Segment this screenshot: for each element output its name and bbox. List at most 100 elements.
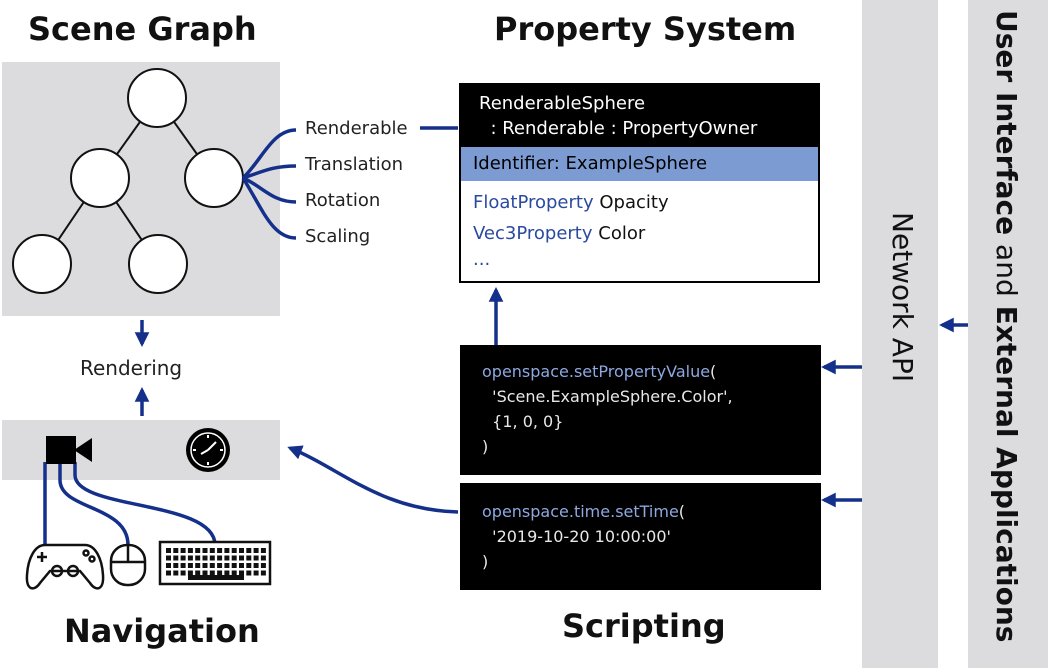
keyboard-key: [173, 548, 179, 553]
rendering-label: Rendering: [80, 356, 183, 380]
keyboard-key: [239, 563, 244, 568]
keyboard-key: [231, 570, 237, 576]
keyboard-key: [217, 548, 223, 553]
network-api-panel: [862, 0, 938, 668]
identifier-row: Identifier: ExampleSphere: [461, 147, 818, 181]
navigation-title: Navigation: [64, 612, 260, 650]
keyboard-key: [253, 563, 259, 568]
script-argument: 'Scene.ExampleSphere.Color',: [482, 387, 733, 406]
clock-icon: [186, 428, 230, 472]
keyboard-key: [173, 570, 179, 576]
keyboard-key: [166, 563, 171, 568]
script-function-name: openspace.time.setTime: [482, 502, 679, 521]
keyboard-key: [246, 570, 252, 576]
keyboard-key: [231, 548, 237, 553]
keyboard-key: [260, 563, 266, 568]
keyboard-key: [180, 570, 186, 576]
keyboard-key: [202, 570, 208, 576]
keyboard-key: [180, 563, 186, 568]
settime-to-navigation-arrow: [287, 445, 459, 514]
scene-leaf-node: [128, 234, 188, 294]
property-row-opacity: FloatProperty Opacity: [461, 187, 818, 218]
keyboard-key: [239, 555, 244, 561]
component-connectors: [241, 126, 458, 240]
property-name: Opacity: [599, 192, 669, 213]
keyboard-key: [187, 555, 193, 561]
property-row-ellipsis: ...: [473, 249, 491, 270]
keyboard-key: [195, 570, 201, 576]
keyboard-key: [224, 570, 230, 576]
scene-leaf-node: [12, 234, 72, 294]
property-system-title: Property System: [494, 10, 797, 48]
property-owner-header: RenderableSphere : Renderable : Property…: [461, 85, 818, 147]
renderable-class-name: RenderableSphere: [479, 93, 646, 114]
keyboard-key: [202, 548, 208, 553]
keyboard-key: [217, 555, 223, 561]
keyboard-key: [209, 563, 215, 568]
script-set-property-box: openspace.setPropertyValue( 'Scene.Examp…: [460, 345, 821, 475]
property-name: Color: [598, 223, 646, 244]
keyboard-key: [217, 570, 223, 576]
scene-node-highlighted: [184, 148, 244, 208]
keyboard-key: [260, 548, 266, 553]
keyboard-key: [187, 563, 193, 568]
property-type: FloatProperty: [473, 192, 594, 213]
keyboard-key: [187, 570, 193, 576]
keyboard-key: [209, 548, 215, 553]
camera-icon: [46, 436, 92, 464]
keyboard-key: [231, 555, 237, 561]
keyboard-key: [187, 548, 193, 553]
keyboard-spacebar: [188, 575, 244, 580]
keyboard-key: [217, 563, 223, 568]
scene-graph-title: Scene Graph: [28, 10, 257, 48]
keyboard-key: [239, 548, 244, 553]
keyboard-icon: [158, 540, 272, 586]
script-argument: '2019-10-20 10:00:00': [482, 527, 671, 546]
property-owner-box: RenderableSphere : Renderable : Property…: [459, 83, 820, 283]
keyboard-key: [260, 555, 266, 561]
script-set-time-box: openspace.time.setTime( '2019-10-20 10:0…: [460, 483, 821, 590]
component-scaling: Scaling: [305, 226, 371, 247]
keyboard-key: [195, 563, 201, 568]
script-argument: {1, 0, 0}: [482, 412, 564, 431]
keyboard-key: [246, 548, 252, 553]
renderable-class-inheritance: : Renderable : PropertyOwner: [479, 118, 758, 139]
keyboard-key: [224, 548, 230, 553]
component-translation: Translation: [305, 154, 404, 175]
keyboard-key: [239, 570, 244, 576]
keyboard-key: [224, 563, 230, 568]
property-row-color: Vec3Property Color: [461, 218, 818, 249]
keyboard-key: [260, 570, 266, 576]
component-rotation: Rotation: [305, 190, 381, 211]
keyboard-key: [166, 570, 171, 576]
keyboard-key: [246, 555, 252, 561]
keyboard-key: [231, 563, 237, 568]
keyboard-key: [253, 570, 259, 576]
component-renderable: Renderable: [305, 118, 408, 139]
keyboard-key: [253, 548, 259, 553]
keyboard-key: [246, 563, 252, 568]
keyboard-key: [202, 563, 208, 568]
gamepad-icon: [25, 543, 105, 590]
keyboard-key: [224, 555, 230, 561]
script-function-name: openspace.setPropertyValue: [482, 362, 711, 381]
keyboard-key: [173, 555, 179, 561]
property-type: Vec3Property: [473, 223, 593, 244]
keyboard-key: [166, 555, 171, 561]
keyboard-key: [180, 548, 186, 553]
keyboard-key: [209, 570, 215, 576]
keyboard-key: [166, 548, 171, 553]
keyboard-key: [173, 563, 179, 568]
keyboard-key: [253, 555, 259, 561]
keyboard-key: [195, 555, 201, 561]
scene-root-node: [127, 68, 187, 128]
mouse-icon: [109, 543, 147, 587]
keyboard-key: [202, 555, 208, 561]
scripting-title: Scripting: [562, 607, 726, 645]
keyboard-key: [180, 555, 186, 561]
scene-child-node: [70, 148, 130, 208]
user-interface-panel: [968, 0, 1048, 668]
keyboard-key: [209, 555, 215, 561]
network-api-label: Network API: [886, 212, 919, 383]
